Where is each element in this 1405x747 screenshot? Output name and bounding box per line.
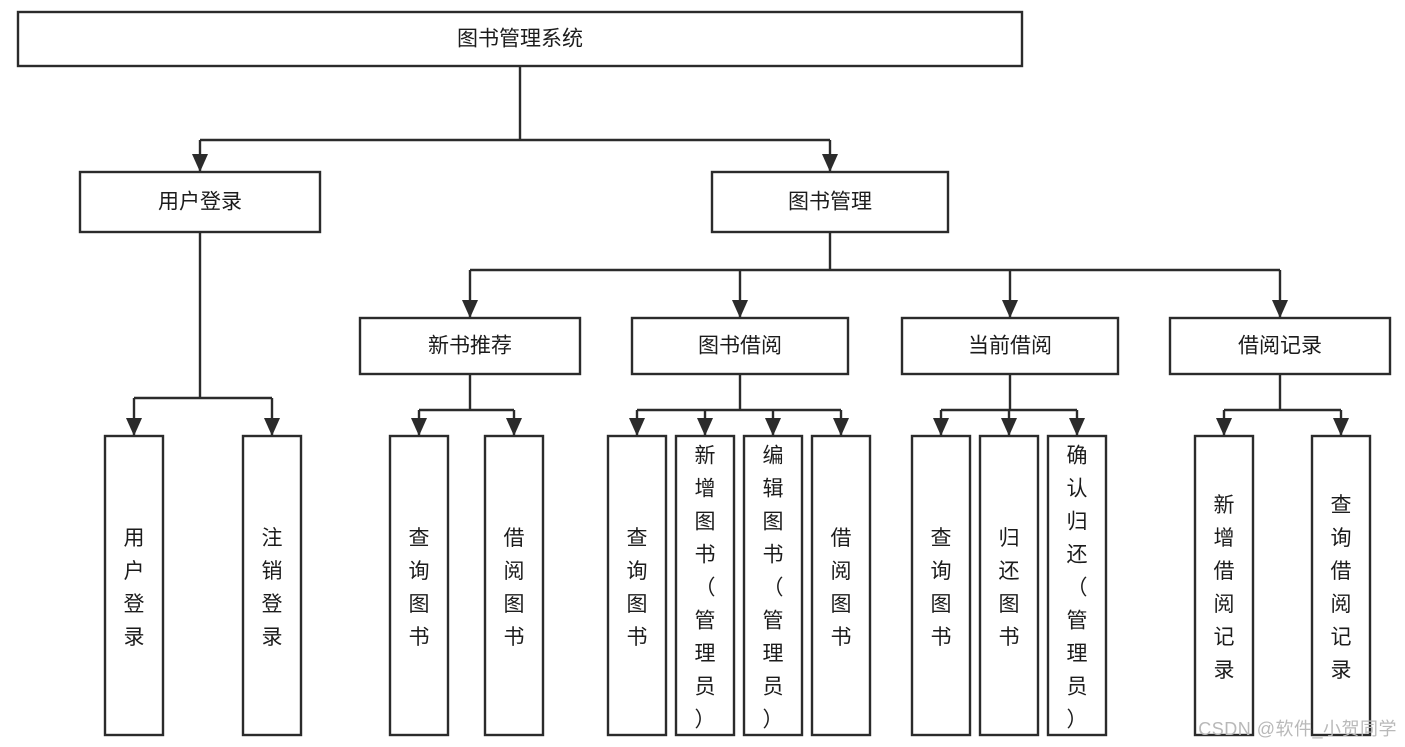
node-leaf-return-book[interactable]: 归还图书	[978, 434, 1040, 737]
node-leaf-query-book-1-label: 查询图书	[409, 527, 430, 649]
node-book-manage-rect	[710, 170, 950, 234]
node-leaf-query-book-3[interactable]: 查询图书	[910, 434, 972, 737]
connector-links	[126, 66, 1349, 436]
node-leaf-query-book-2-label: 查询图书	[627, 527, 648, 649]
arrow-head-icon	[1001, 418, 1017, 436]
node-book-borrow-label: 图书借阅	[698, 335, 782, 358]
node-new-book-recommend-rect	[358, 316, 582, 376]
node-leaf-edit-book-label: 编辑图书（管理员）	[763, 445, 784, 732]
node-leaf-borrow-book-1-label: 借阅图书	[504, 527, 525, 649]
node-leaf-query-record-label: 查询借阅记录	[1331, 494, 1352, 682]
arrow-head-icon	[126, 418, 142, 436]
node-borrow-record[interactable]: 借阅记录	[1168, 316, 1392, 376]
node-new-book-recommend[interactable]: 新书推荐	[358, 316, 582, 376]
node-leaf-logout[interactable]: 注销登录	[241, 434, 303, 737]
node-leaf-user-login-rect	[103, 434, 165, 737]
node-leaf-confirm-return[interactable]: 确认归还（管理员）	[1046, 434, 1108, 737]
node-book-manage[interactable]: 图书管理	[710, 170, 950, 234]
node-leaf-borrow-book-1-rect	[483, 434, 545, 737]
arrow-head-icon	[462, 300, 478, 318]
node-current-borrow-label: 当前借阅	[968, 335, 1052, 358]
arrow-head-icon	[732, 300, 748, 318]
node-leaf-borrow-book-2[interactable]: 借阅图书	[810, 434, 872, 737]
node-root-label: 图书管理系统	[457, 28, 583, 51]
arrow-head-icon	[192, 154, 208, 172]
arrow-head-icon	[506, 418, 522, 436]
node-leaf-query-record[interactable]: 查询借阅记录	[1310, 434, 1372, 737]
arrow-head-icon	[697, 418, 713, 436]
node-leaf-borrow-book-2-rect	[810, 434, 872, 737]
node-leaf-borrow-book-1[interactable]: 借阅图书	[483, 434, 545, 737]
node-leaf-query-book-1[interactable]: 查询图书	[388, 434, 450, 737]
node-leaf-add-record-label: 新增借阅记录	[1214, 494, 1235, 682]
node-leaf-add-book[interactable]: 新增图书（管理员）	[674, 434, 736, 737]
node-leaf-logout-rect	[241, 434, 303, 737]
node-leaf-add-book-label: 新增图书（管理员）	[695, 445, 716, 732]
node-leaf-query-book-3-rect	[910, 434, 972, 737]
node-leaf-user-login-label: 用户登录	[124, 527, 145, 649]
node-current-borrow[interactable]: 当前借阅	[900, 316, 1120, 376]
node-user-login-label: 用户登录	[158, 191, 242, 214]
node-leaf-add-book-rect	[674, 434, 736, 737]
node-boxes: 图书管理系统用户登录图书管理新书推荐图书借阅当前借阅借阅记录用户登录注销登录查询…	[16, 10, 1392, 737]
arrow-head-icon	[1069, 418, 1085, 436]
arrow-head-icon	[1002, 300, 1018, 318]
arrow-head-icon	[1333, 418, 1349, 436]
node-leaf-query-book-2-rect	[606, 434, 668, 737]
arrow-head-icon	[822, 154, 838, 172]
node-book-borrow-rect	[630, 316, 850, 376]
arrow-head-icon	[833, 418, 849, 436]
arrow-head-icon	[264, 418, 280, 436]
arrow-head-icon	[1216, 418, 1232, 436]
node-new-book-recommend-label: 新书推荐	[428, 335, 512, 358]
node-leaf-return-book-label: 归还图书	[999, 527, 1020, 649]
node-leaf-logout-label: 注销登录	[262, 527, 283, 649]
arrow-head-icon	[933, 418, 949, 436]
node-leaf-query-record-rect	[1310, 434, 1372, 737]
node-book-manage-label: 图书管理	[788, 191, 872, 214]
node-leaf-edit-book-rect	[742, 434, 804, 737]
node-leaf-return-book-rect	[978, 434, 1040, 737]
node-leaf-borrow-book-2-label: 借阅图书	[831, 527, 852, 649]
arrow-head-icon	[765, 418, 781, 436]
node-leaf-edit-book[interactable]: 编辑图书（管理员）	[742, 434, 804, 737]
node-leaf-confirm-return-rect	[1046, 434, 1108, 737]
node-leaf-user-login[interactable]: 用户登录	[103, 434, 165, 737]
node-leaf-query-book-1-rect	[388, 434, 450, 737]
node-user-login[interactable]: 用户登录	[78, 170, 322, 234]
node-borrow-record-label: 借阅记录	[1238, 335, 1322, 358]
node-user-login-rect	[78, 170, 322, 234]
node-leaf-query-book-3-label: 查询图书	[931, 527, 952, 649]
arrow-head-icon	[629, 418, 645, 436]
node-root[interactable]: 图书管理系统	[16, 10, 1024, 68]
node-root-rect	[16, 10, 1024, 68]
node-leaf-add-record[interactable]: 新增借阅记录	[1193, 434, 1255, 737]
node-leaf-confirm-return-label: 确认归还（管理员）	[1067, 445, 1088, 732]
arrow-head-icon	[411, 418, 427, 436]
arrow-head-icon	[1272, 300, 1288, 318]
node-book-borrow[interactable]: 图书借阅	[630, 316, 850, 376]
node-leaf-query-book-2[interactable]: 查询图书	[606, 434, 668, 737]
node-current-borrow-rect	[900, 316, 1120, 376]
node-leaf-add-record-rect	[1193, 434, 1255, 737]
node-borrow-record-rect	[1168, 316, 1392, 376]
